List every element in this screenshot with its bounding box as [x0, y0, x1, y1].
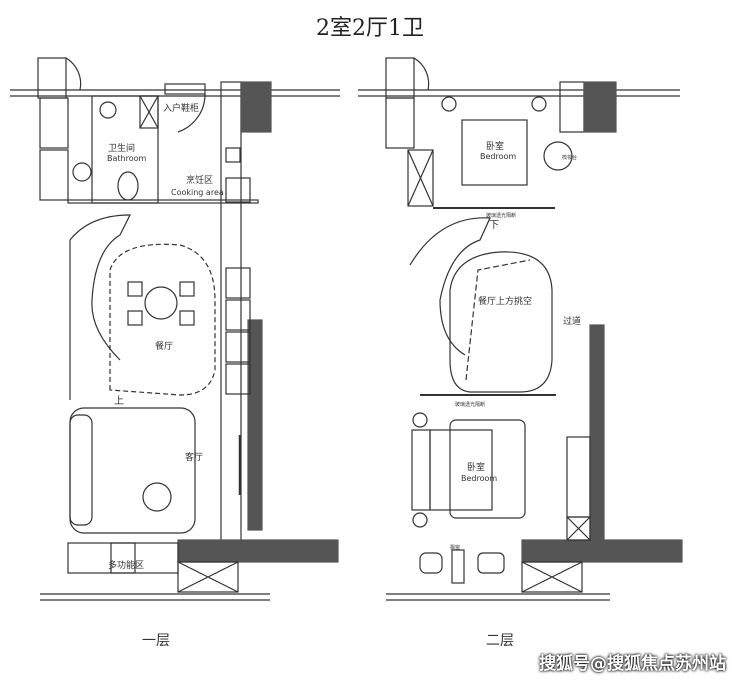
- sink-icon: [72, 162, 92, 182]
- label-glass-partition-2: 玻璃透光隔断: [455, 401, 485, 408]
- bathroom: [91, 95, 159, 204]
- watermark: 搜狐号@搜狐焦点苏州站: [539, 654, 726, 674]
- stove-icon: [225, 147, 241, 163]
- floor2-plan: [358, 57, 683, 601]
- label-bay-window: 飘窗: [450, 544, 460, 551]
- label-bedroom2-cn: 卧室: [467, 461, 485, 473]
- label-dining: 餐厅: [155, 340, 173, 352]
- label-cooking-cn: 烹饪区: [186, 174, 213, 186]
- label-cooking-en: Cooking area: [171, 188, 224, 197]
- label-bathroom-cn: 卫生间: [108, 142, 135, 154]
- vanity-icon: [543, 141, 573, 171]
- washer-icon: [110, 542, 136, 574]
- floor1-label: 一层: [142, 633, 170, 649]
- label-bedroom1-en: Bedroom: [480, 152, 516, 161]
- sofa-area: [69, 407, 196, 534]
- label-living: 客厅: [185, 451, 203, 463]
- floor1-plan: [10, 57, 340, 601]
- label-vanity: 梳妆台: [562, 154, 577, 161]
- label-corridor: 过道: [563, 315, 581, 327]
- toilet-icon: [117, 171, 139, 201]
- bed-icon: [461, 119, 528, 186]
- entry-door: [37, 57, 67, 99]
- label-bathroom-en: Bathroom: [107, 154, 147, 163]
- label-stairs-down: 下: [489, 220, 499, 231]
- sofa-icon: [69, 414, 93, 526]
- coffee-table-icon: [142, 482, 172, 512]
- wall-column: [240, 81, 272, 133]
- staircase: [69, 214, 131, 361]
- plan-title: 2室2厅1卫: [316, 16, 424, 41]
- label-glass-partition-1: 玻璃透光隔断: [486, 212, 516, 219]
- label-shoe-cabinet: 入户鞋柜: [163, 102, 199, 114]
- label-multi: 多功能区: [108, 559, 144, 571]
- entry-door-2: [164, 83, 206, 95]
- kitchen-sink-icon: [225, 177, 251, 203]
- dining-table-icon: [144, 286, 178, 320]
- label-void: 餐厅上方挑空: [478, 295, 532, 307]
- shower-icon: [99, 101, 117, 119]
- label-stairs-up: 上: [114, 395, 124, 407]
- label-bedroom1-cn: 卧室: [486, 140, 504, 152]
- label-bedroom2-en: Bedroom: [461, 474, 497, 483]
- floor2-label: 二层: [486, 633, 514, 649]
